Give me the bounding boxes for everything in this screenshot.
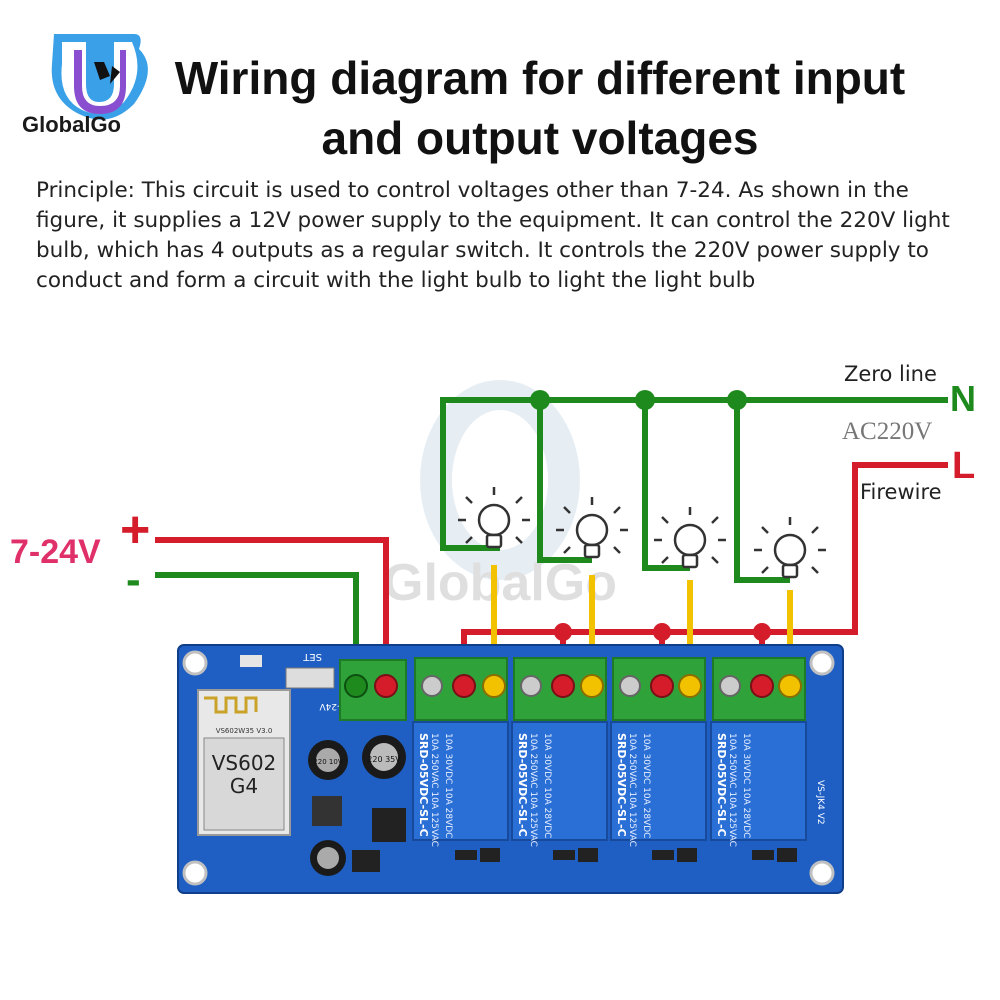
light-bulb-icon-4 (754, 517, 826, 579)
neutral-n-label: N (950, 378, 976, 419)
title-line-1: Wiring diagram for different input (174, 52, 906, 104)
relay-channel-1: 10A 250VAC 10A 125VAC 10A 30VDC 10A 28VD… (412, 657, 509, 847)
supply-label: 7-24V (319, 701, 346, 711)
title-line-2: and output voltages (321, 112, 759, 164)
terminal-screw-icon (619, 675, 641, 697)
module-name: VS602 (212, 751, 277, 775)
principle-text: Principle: This circuit is used to contr… (36, 178, 950, 293)
relay-text-1: 10A 250VAC 10A 125VAC (627, 733, 637, 847)
firewire-label: Firewire (860, 480, 942, 504)
light-bulb-icon-3 (654, 507, 726, 569)
relay-channel-2: 10A 250VAC 10A 125VAC 10A 30VDC 10A 28VD… (511, 657, 608, 847)
relay-model: SRD-05VDC-SL-C (516, 733, 529, 837)
capacitors: 220 35V 220 10V (308, 735, 406, 876)
relay-channel-4: 10A 250VAC 10A 125VAC 10A 30VDC 10A 28VD… (710, 657, 807, 847)
relay-text-2: 10A 30VDC 10A 28VDC (741, 733, 751, 838)
ac220v-label: AC220V (842, 418, 933, 445)
neutral-wires (440, 397, 948, 583)
globalgo-logo-icon (51, 34, 148, 120)
zero-line-label: Zero line (844, 362, 937, 386)
relay-model: SRD-05VDC-SL-C (715, 733, 728, 837)
relay-text-2: 10A 30VDC 10A 28VDC (641, 733, 651, 838)
wifi-module: VS602W35 V3.0 VS602 G4 (197, 689, 291, 836)
power-terminal (339, 659, 407, 721)
relay-board: VS602W35 V3.0 VS602 G4 SET 7-24V 220 35V… (177, 644, 844, 894)
minus-label: - (126, 555, 141, 604)
relay-text-1: 10A 250VAC 10A 125VAC (727, 733, 737, 847)
module-sub: G4 (230, 774, 258, 798)
watermark: GlobalGo (383, 380, 617, 612)
relay-text-2: 10A 30VDC 10A 28VDC (542, 733, 552, 838)
cap-label-big: 220 35V (367, 755, 401, 764)
terminal-screw-icon (421, 675, 443, 697)
relay-text-2: 10A 30VDC 10A 28VDC (443, 733, 453, 838)
plus-label: + (120, 501, 151, 559)
light-bulb-icon-1 (458, 487, 530, 549)
line-l-label: L (952, 445, 976, 487)
brand-name: GlobalGo (22, 112, 121, 137)
relay-text-1: 10A 250VAC 10A 125VAC (528, 733, 538, 847)
set-label: SET (302, 651, 322, 662)
relay-model: SRD-05VDC-SL-C (417, 733, 430, 837)
terminal-screw-icon (719, 675, 741, 697)
watermark-text: GlobalGo (383, 554, 617, 612)
input-voltage-label: 7-24V (10, 533, 101, 571)
module-model: VS602W35 V3.0 (216, 727, 273, 735)
page-title: Wiring diagram for different input and o… (80, 48, 1000, 168)
line-junctions (554, 623, 771, 641)
cap-label-small: 220 10V (313, 758, 342, 766)
neutral-junctions (530, 390, 747, 410)
relay-channel-3: 10A 250VAC 10A 125VAC 10A 30VDC 10A 28VD… (610, 657, 707, 847)
terminal-screw-icon (520, 675, 542, 697)
light-bulb-icon-2 (556, 497, 628, 559)
relay-model: SRD-05VDC-SL-C (615, 733, 628, 837)
board-id: VS-JK4 V2 (815, 780, 825, 825)
relay-text-1: 10A 250VAC 10A 125VAC (429, 733, 439, 847)
